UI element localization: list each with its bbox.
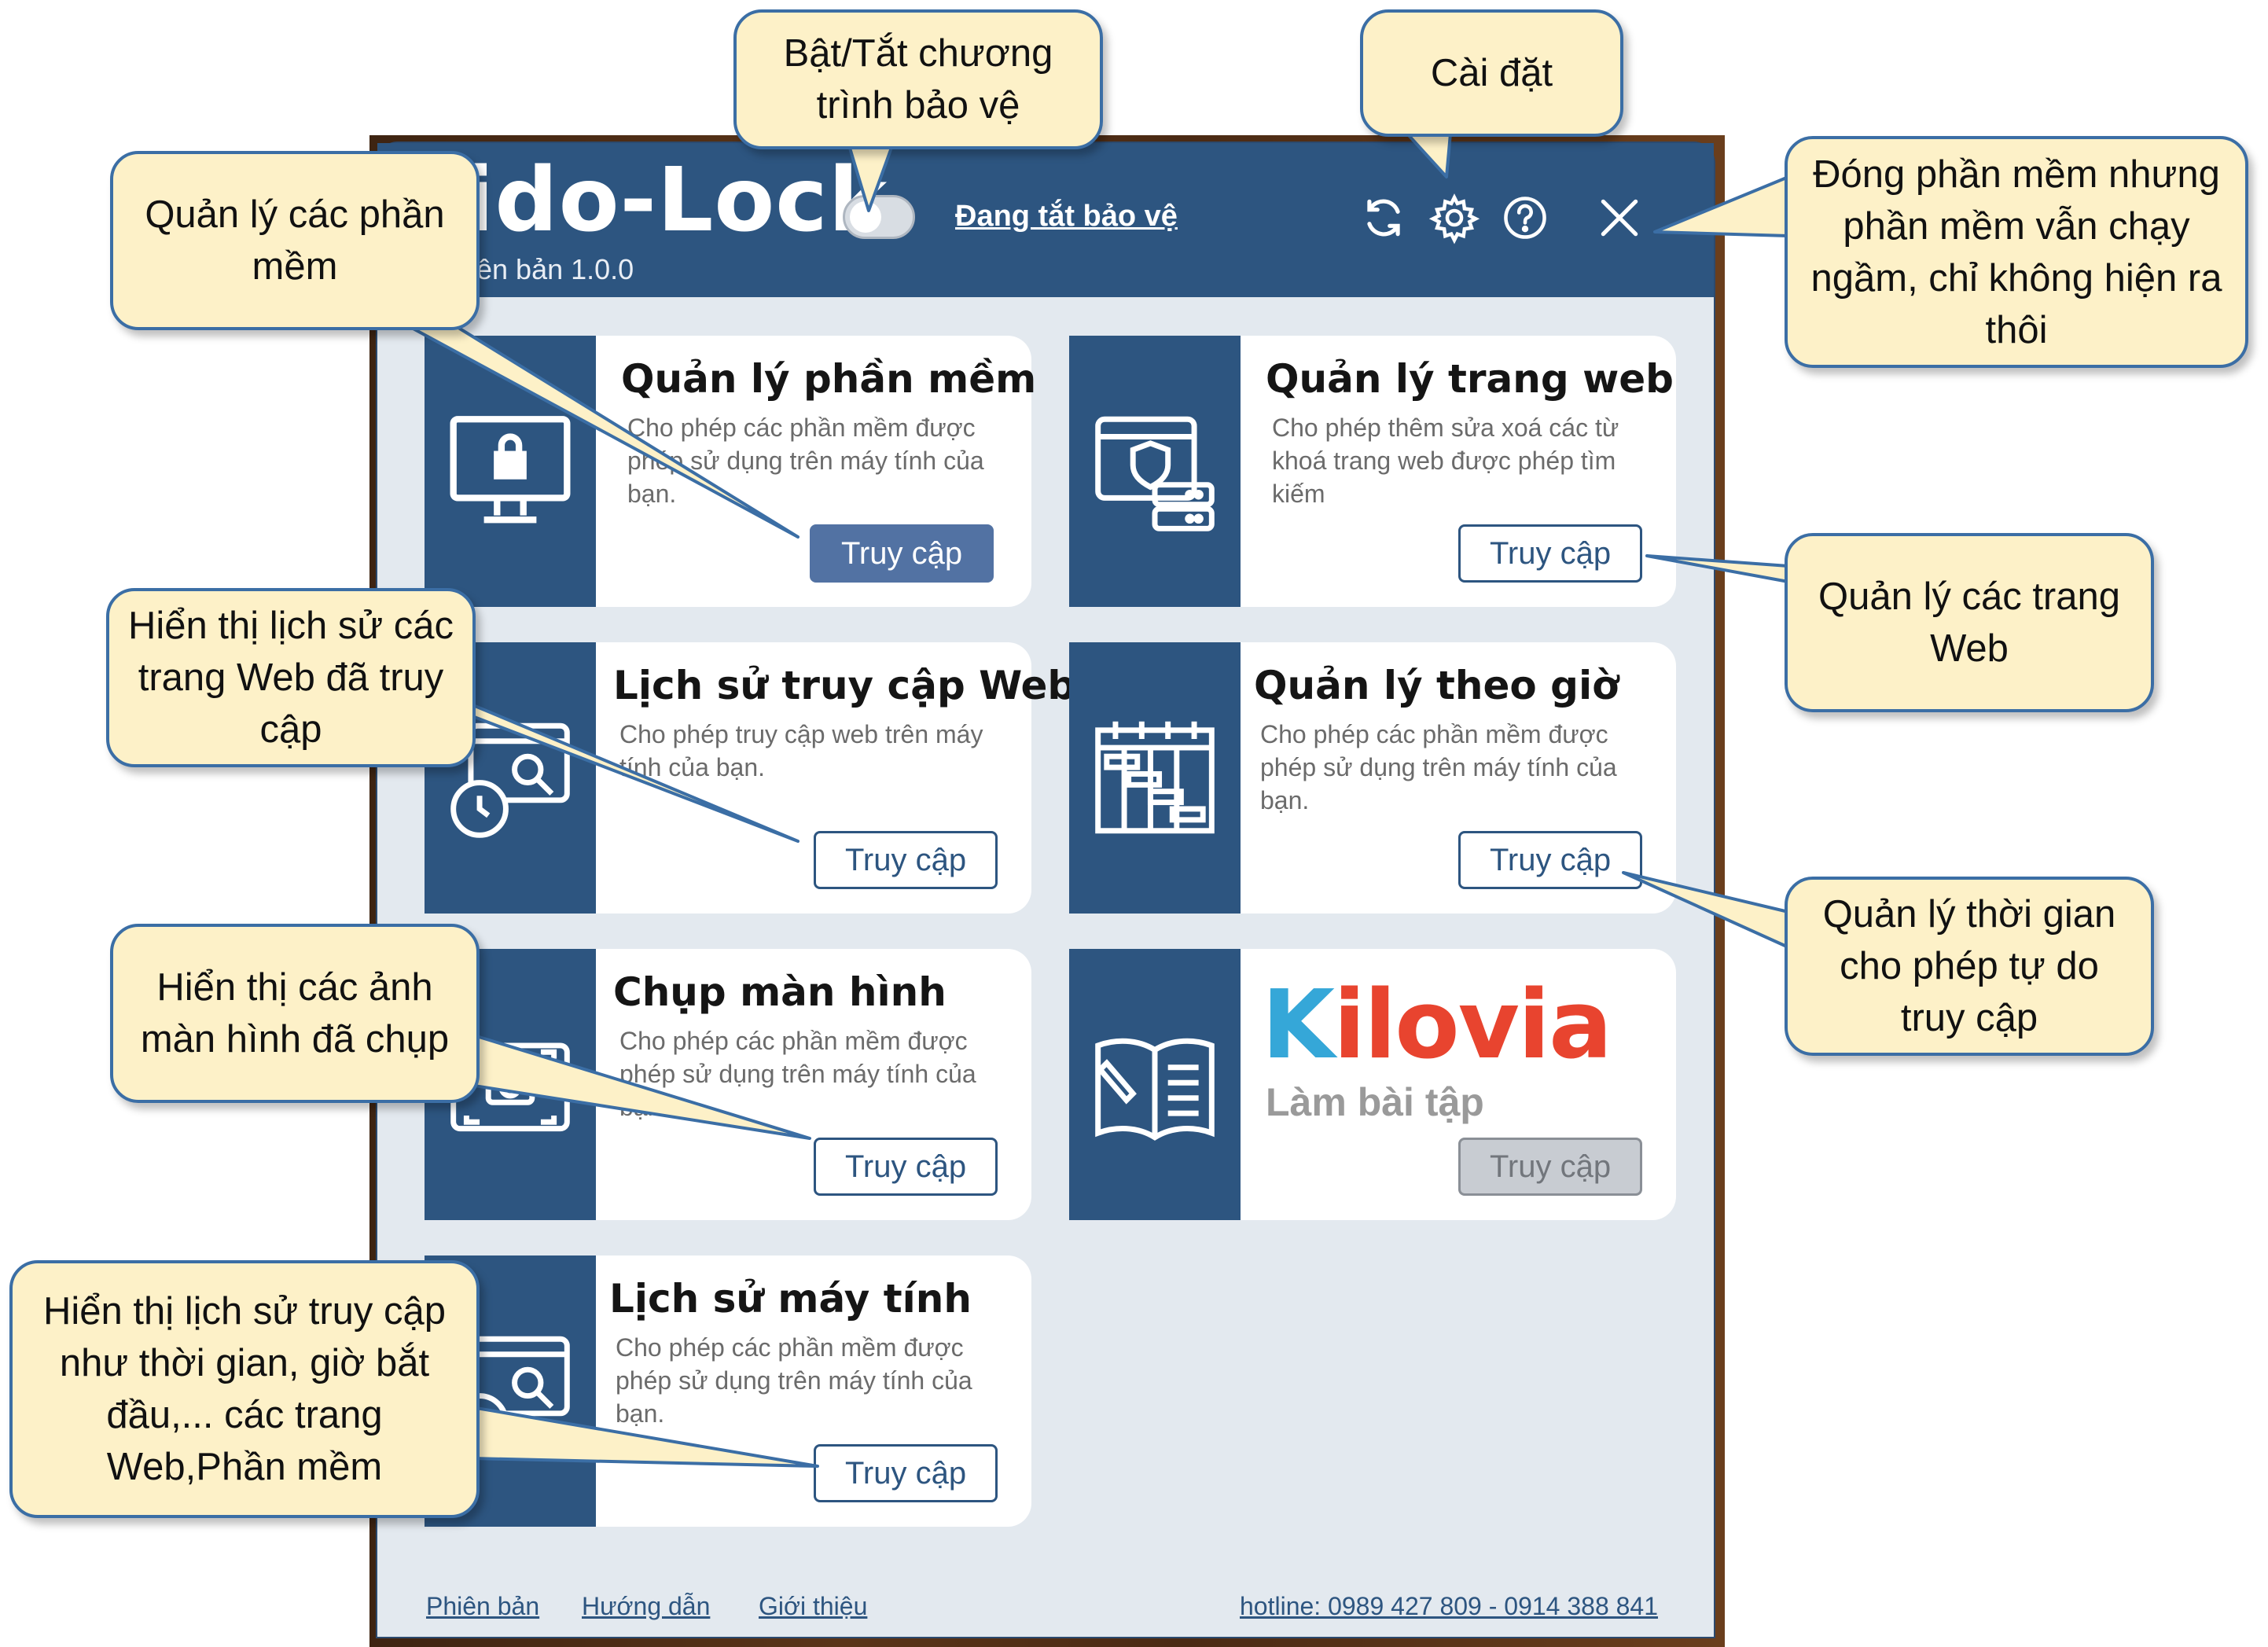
web-history-access-button[interactable]: Truy cập [814,831,998,889]
card-schedule: Quản lý theo giờ Cho phép các phần mềm đ… [1069,642,1676,914]
card-title: Lịch sử truy cập Web [613,663,1076,708]
help-icon[interactable] [1498,190,1553,245]
kilovia-subtitle: Làm bài tập [1266,1080,1484,1124]
callout-web: Quản lý các trang Web [1785,533,2154,712]
toggle-knob [850,201,881,233]
callout-apps: Quản lý các phần mềm [110,151,480,330]
footer-link-version[interactable]: Phiên bản [426,1592,540,1620]
app-management-access-button[interactable]: Truy cập [810,524,994,583]
refresh-icon[interactable] [1356,190,1411,245]
protection-status-link[interactable]: Đang tắt bảo vệ [955,200,1178,233]
callout-screenshots: Hiển thị các ảnh màn hình đã chụp [110,924,480,1103]
card-title: Quản lý trang web [1266,356,1674,402]
callout-schedule: Quản lý thời gian cho phép tự do truy cậ… [1785,877,2154,1056]
card-description: Cho phép truy cập web trên máy tính của … [619,720,983,781]
version-label: iên bản 1.0.0 [470,253,634,285]
callout-pc-history: Hiển thị lịch sử truy cập như thời gian,… [9,1260,480,1518]
card-description: Cho phép các phần mềm được phép sử dụng … [1260,720,1617,814]
open-book-pencil-icon [1069,949,1241,1220]
card-title: Lịch sử máy tính [609,1276,972,1322]
protection-toggle[interactable] [843,195,915,239]
pc-history-access-button[interactable]: Truy cập [814,1444,998,1502]
gantt-schedule-icon [1069,642,1241,914]
callout-settings: Cài đặt [1360,9,1623,137]
card-title: Chụp màn hình [613,969,947,1015]
card-web-history: Lịch sử truy cập Web Cho phép truy cập w… [425,642,1075,914]
web-management-access-button[interactable]: Truy cập [1458,524,1642,583]
monitor-lock-icon [425,336,596,607]
kilovia-logo: Kilovia [1262,971,1612,1080]
callout-toggle: Bật/Tắt chương trình bảo vệ [733,9,1103,149]
card-kilovia: Kilovia Làm bài tập Truy cập [1069,949,1676,1220]
card-title: Quản lý theo giờ [1254,663,1619,708]
footer-hotline[interactable]: hotline: 0989 427 809 - 0914 388 841 [1240,1592,1659,1620]
card-description: Cho phép thêm sửa xoá các từ khoá trang … [1272,414,1619,508]
title-bar: ido-Lock iên bản 1.0.0 Đang tắt bảo vệ [377,143,1714,297]
card-pc-history: Lịch sử máy tính Cho phép các phần mềm đ… [425,1255,1031,1527]
card-description: Cho phép các phần mềm được phép sử dụng … [616,1333,972,1428]
footer-link-about[interactable]: Giới thiệu [759,1592,868,1620]
card-title: Quản lý phần mềm [621,356,1037,402]
gear-icon[interactable] [1427,190,1482,245]
card-description: Cho phép các phần mềm được phép sử dụng … [627,414,984,508]
callout-close: Đóng phần mềm nhưng phần mềm vẫn chạy ng… [1785,136,2248,368]
app-window: ido-Lock iên bản 1.0.0 Đang tắt bảo vệ [377,143,1714,1637]
card-app-management: Quản lý phần mềm Cho phép các phần mềm đ… [425,336,1036,607]
schedule-access-button[interactable]: Truy cập [1458,831,1642,889]
app-name: ido-Lock [464,149,888,252]
callout-web-history: Hiển thị lịch sử các trang Web đã truy c… [106,588,476,767]
close-icon[interactable] [1592,190,1647,245]
screenshots-access-button[interactable]: Truy cập [814,1138,998,1196]
card-screenshots: Chụp màn hình Cho phép các phần mềm được… [425,949,1031,1220]
card-description: Cho phép các phần mềm được phép sử dụng … [619,1027,976,1121]
web-shield-server-icon [1069,336,1241,607]
kilovia-access-button[interactable]: Truy cập [1458,1138,1642,1196]
footer-link-guide[interactable]: Hướng dẫn [582,1592,711,1620]
card-web-management: Quản lý trang web Cho phép thêm sửa xoá … [1069,336,1676,607]
